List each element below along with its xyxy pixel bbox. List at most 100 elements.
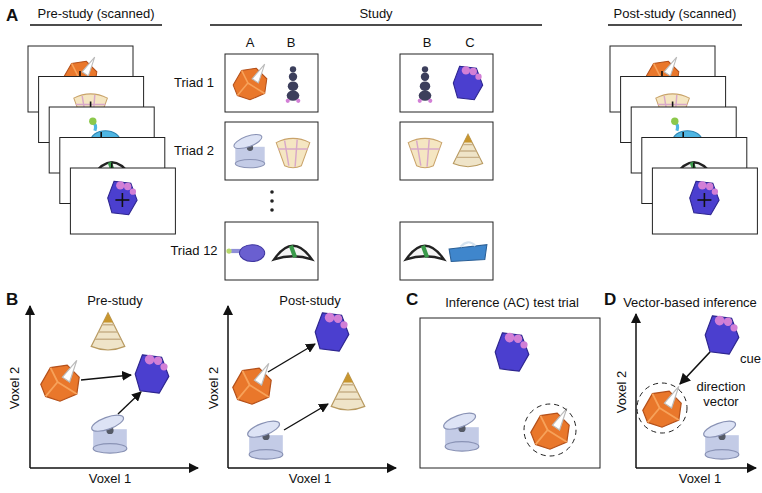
row-label: Triad 1 bbox=[174, 76, 214, 91]
ellipsis-dot bbox=[270, 199, 274, 203]
panel-letter: D bbox=[604, 290, 616, 310]
study-frame bbox=[400, 54, 493, 112]
cylinder-object bbox=[249, 450, 283, 460]
cone-object bbox=[331, 373, 365, 410]
orange-object bbox=[531, 408, 569, 449]
purple-object bbox=[154, 357, 162, 365]
screen-frame bbox=[70, 168, 175, 234]
pawn-object bbox=[289, 73, 297, 81]
cone-object bbox=[464, 134, 472, 142]
pawn-object bbox=[420, 81, 431, 90]
axis-label: Voxel 1 bbox=[89, 472, 132, 487]
cylinder-object bbox=[702, 418, 738, 441]
similarity-arrow bbox=[284, 404, 328, 430]
cylinder-object bbox=[90, 412, 126, 435]
orange-object bbox=[254, 363, 268, 385]
orange-object bbox=[233, 363, 271, 404]
fixation-cross bbox=[122, 193, 124, 207]
purple-object bbox=[705, 316, 739, 354]
shell-object bbox=[408, 138, 442, 167]
study-triads bbox=[225, 54, 493, 280]
row-label: Triad 12 bbox=[170, 244, 217, 259]
pawn-object bbox=[288, 81, 299, 90]
orange-object bbox=[62, 360, 76, 382]
pawn-object bbox=[422, 66, 428, 72]
choice-circle bbox=[524, 404, 576, 456]
cylinder-object bbox=[442, 410, 479, 451]
test-trial bbox=[420, 318, 600, 468]
annotation: cue bbox=[740, 352, 761, 367]
cone-object bbox=[91, 313, 125, 350]
vase-object bbox=[671, 118, 678, 125]
study-frame bbox=[225, 54, 318, 112]
shell-object bbox=[278, 139, 307, 166]
plot-title: Inference (AC) test trial bbox=[445, 296, 579, 311]
cylinder-object bbox=[246, 418, 283, 459]
purple-object bbox=[145, 355, 155, 365]
purple-object bbox=[706, 183, 713, 190]
purple-object bbox=[712, 189, 718, 195]
annotation: direction vector bbox=[690, 380, 752, 410]
pawn-object bbox=[286, 66, 301, 103]
shell-object bbox=[408, 138, 442, 167]
pawn-object bbox=[428, 99, 432, 103]
cylinder-object bbox=[90, 412, 127, 453]
orange-object bbox=[252, 64, 265, 83]
ellipsis-dot bbox=[270, 190, 274, 194]
purple-object bbox=[495, 333, 529, 371]
row-label: Triad 2 bbox=[174, 144, 214, 159]
screen-frame bbox=[652, 168, 757, 234]
ellipsis-dot bbox=[270, 208, 274, 212]
shell-object bbox=[276, 138, 310, 167]
purple-object bbox=[325, 313, 335, 323]
shell-object bbox=[276, 138, 310, 167]
panel-letter: A bbox=[6, 6, 18, 26]
x-axis bbox=[228, 467, 396, 469]
header-rule bbox=[30, 24, 162, 25]
cylinder-object bbox=[702, 418, 739, 459]
y-axis bbox=[227, 306, 229, 468]
purple-object bbox=[124, 183, 131, 190]
column-label: C bbox=[465, 36, 474, 51]
pawn-object bbox=[290, 66, 296, 72]
pawn-object bbox=[286, 99, 290, 103]
header-rule bbox=[210, 24, 542, 25]
purple-object bbox=[715, 316, 725, 326]
cylinder-object bbox=[232, 132, 263, 152]
cylinder-object bbox=[705, 450, 739, 460]
cylinder-object bbox=[235, 159, 264, 167]
purple-object bbox=[160, 363, 167, 370]
cylinder-object bbox=[93, 444, 127, 454]
purple-object bbox=[453, 66, 482, 100]
orange-object bbox=[552, 408, 566, 430]
leaf-object bbox=[274, 246, 312, 260]
fixation-cross bbox=[704, 193, 706, 207]
purple-object bbox=[135, 355, 169, 393]
similarity-arrow bbox=[268, 344, 315, 372]
plot-title: Pre-study bbox=[87, 294, 143, 309]
axis-label: Voxel 2 bbox=[615, 371, 630, 414]
purple-object bbox=[116, 181, 124, 189]
plot-title: Post-study bbox=[279, 294, 340, 309]
x-axis bbox=[636, 467, 756, 469]
tool-object bbox=[226, 248, 231, 253]
axis-label: Voxel 2 bbox=[207, 367, 222, 410]
tool-object bbox=[240, 245, 265, 262]
purple-object bbox=[130, 189, 136, 195]
similarity-arrow bbox=[81, 375, 131, 380]
section-heading: Post-study (scanned) bbox=[614, 7, 737, 22]
representation-space bbox=[41, 313, 365, 459]
leaf-object bbox=[274, 246, 312, 260]
screen-stack bbox=[28, 46, 175, 234]
plot-title: Vector-based inference bbox=[623, 296, 757, 311]
purple-object bbox=[340, 321, 347, 328]
purple-object bbox=[315, 313, 349, 351]
purple-object bbox=[724, 318, 732, 326]
purple-object bbox=[315, 313, 349, 351]
vase-object bbox=[89, 118, 96, 125]
purple-object bbox=[690, 181, 719, 215]
tray-object bbox=[449, 245, 487, 262]
cone-object bbox=[103, 313, 113, 323]
screen-stack bbox=[610, 46, 757, 234]
orange-object bbox=[664, 57, 677, 76]
